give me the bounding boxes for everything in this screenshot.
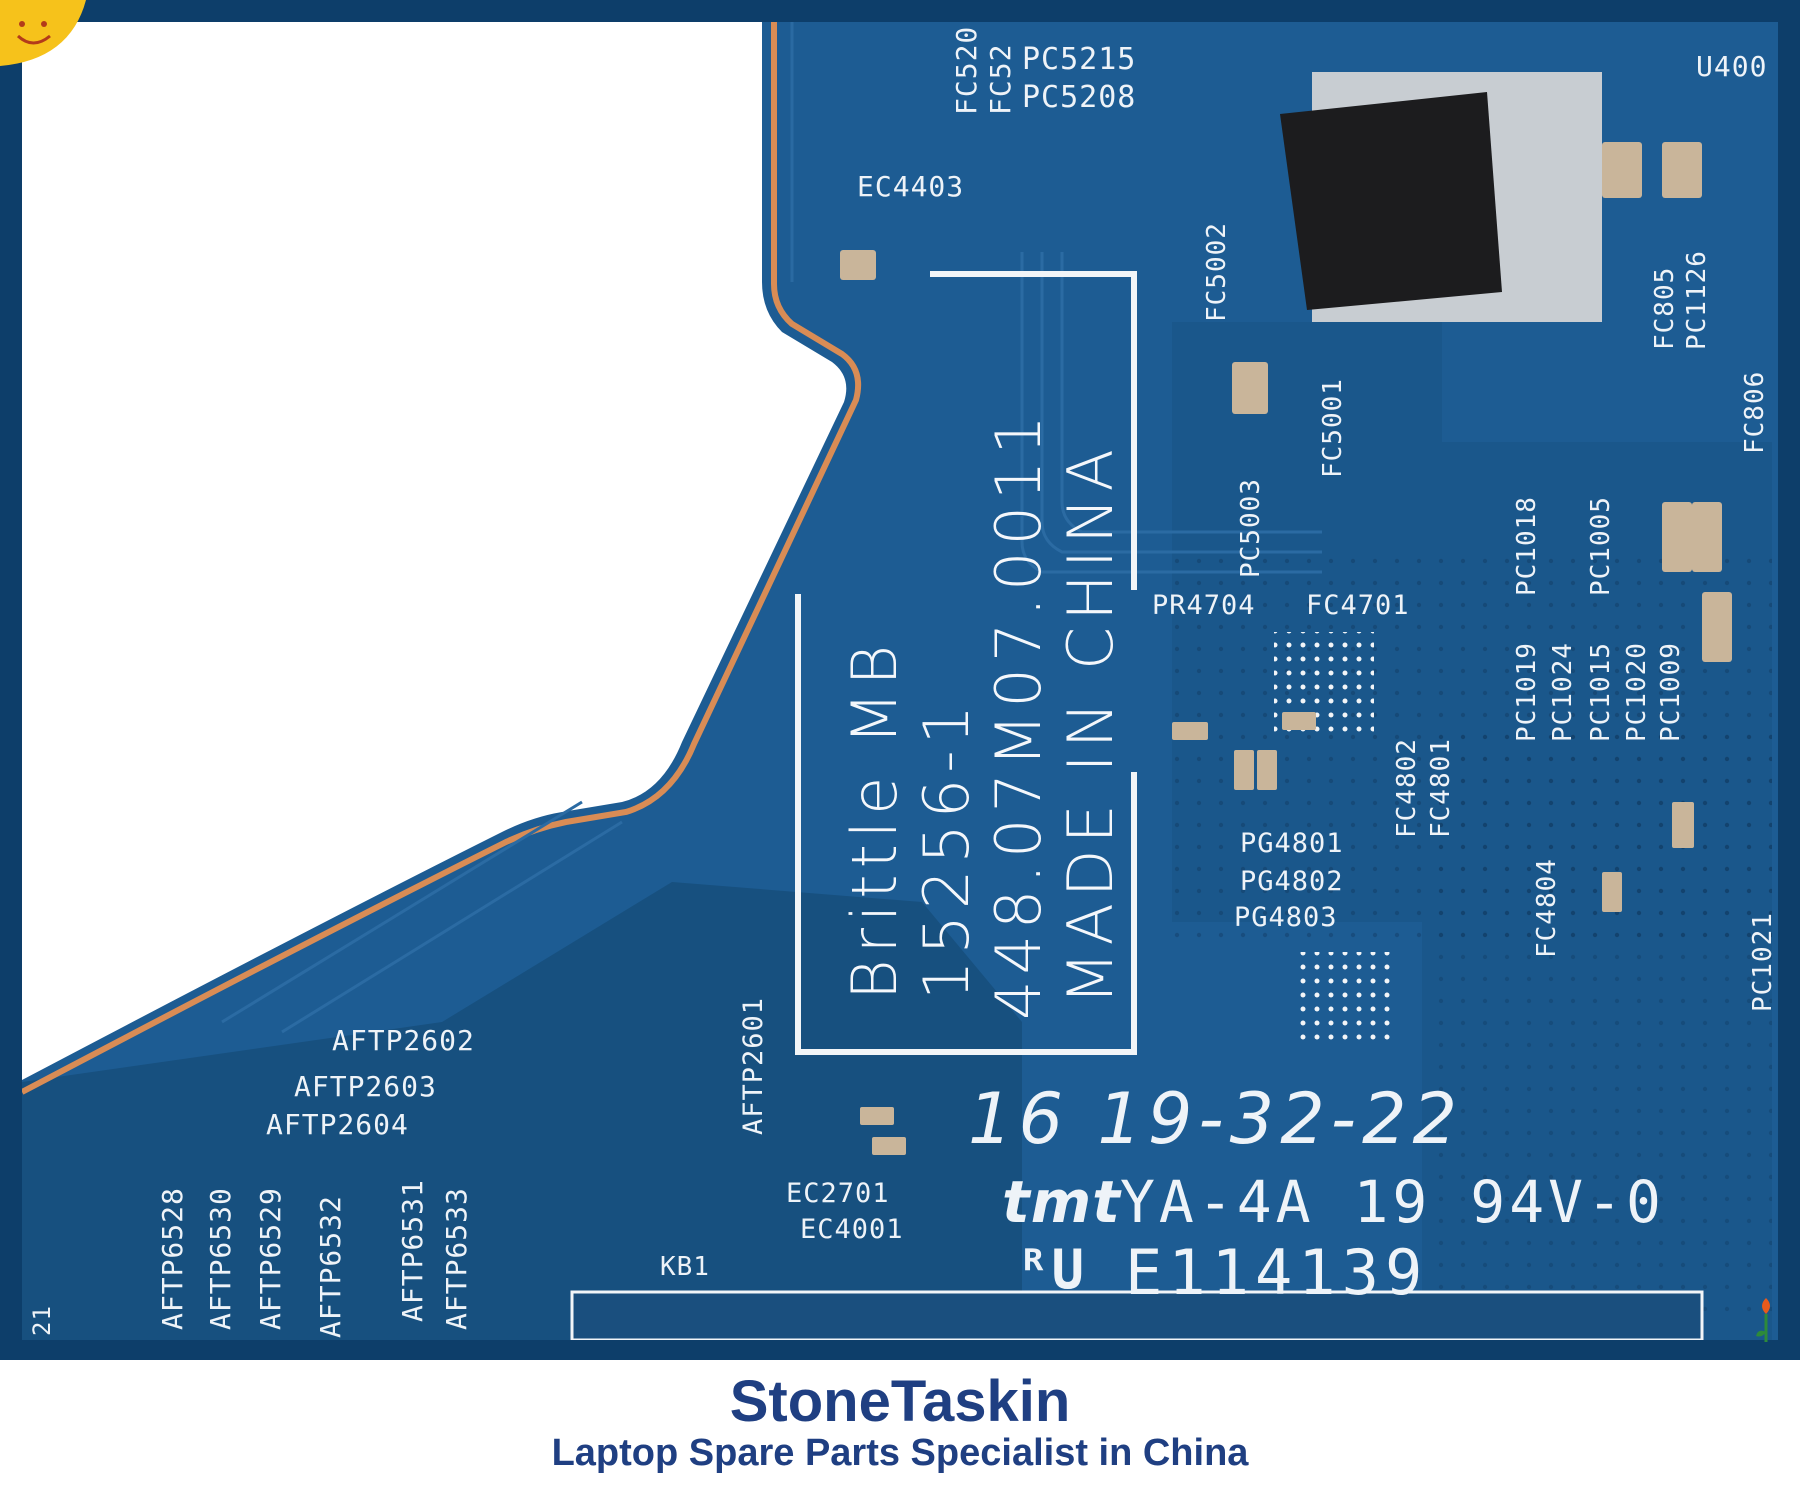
label-fc520: FC520 — [950, 25, 983, 115]
label-pg4803: PG4803 — [1234, 902, 1338, 933]
flammability-rating: YA-4A 19 94V-0 — [1120, 1168, 1665, 1236]
label-kb1: KB1 — [660, 1252, 710, 1282]
label-fc4701: FC4701 — [1306, 590, 1410, 621]
label-aftp6530: AFTP6530 — [204, 1187, 237, 1330]
label-pc1015: PC1015 — [1586, 642, 1616, 742]
date-code: 16 19-32-22 — [968, 1078, 1464, 1160]
brand-tagline: Laptop Spare Parts Specialist in China — [551, 1432, 1249, 1474]
motherboard-photo — [22, 22, 1778, 1340]
label-aftp6533: AFTP6533 — [440, 1187, 473, 1330]
label-fc5002: FC5002 — [1202, 222, 1232, 322]
label-u400: U400 — [1696, 50, 1768, 83]
label-aftp2601: AFTP2601 — [738, 996, 769, 1135]
smiley-sticker-icon — [0, 0, 86, 66]
label-edge-21: 21 — [28, 1305, 56, 1336]
label-fc4804: FC4804 — [1532, 858, 1562, 958]
label-aftp6528: AFTP6528 — [156, 1187, 189, 1330]
label-aftp6532: AFTP6532 — [314, 1195, 347, 1338]
flower-logo-icon — [1756, 1298, 1770, 1342]
label-pc1005: PC1005 — [1586, 496, 1616, 596]
label-pc1009: PC1009 — [1656, 642, 1686, 742]
label-pc5215: PC5215 — [1022, 42, 1137, 77]
maker-mark: tmt — [1002, 1168, 1121, 1236]
silkscreen-board-id: 15256-1 — [910, 698, 983, 1000]
label-fc5001: FC5001 — [1318, 378, 1348, 478]
label-ec4001: EC4001 — [800, 1214, 904, 1245]
label-pc1126: PC1126 — [1682, 250, 1712, 350]
silkscreen-part-number: 448.07M07.0011 — [982, 409, 1055, 1020]
label-pc1021: PC1021 — [1748, 912, 1778, 1012]
silkscreen-board-name: Brittle MB — [838, 638, 911, 1000]
product-photo-frame: Brittle MB 15256-1 448.07M07.0011 MADE I… — [0, 0, 1800, 1360]
label-aftp6531: AFTP6531 — [396, 1179, 429, 1322]
label-pc1020: PC1020 — [1622, 642, 1652, 742]
label-pg4801: PG4801 — [1240, 828, 1344, 859]
ul-mark-icon: ᴿU — [1018, 1238, 1086, 1301]
label-ec2701: EC2701 — [786, 1178, 890, 1209]
label-pg4802: PG4802 — [1240, 866, 1344, 897]
label-pc1024: PC1024 — [1548, 642, 1578, 742]
label-pc1018: PC1018 — [1512, 496, 1542, 596]
label-aftp2603: AFTP2603 — [294, 1070, 437, 1103]
brand-name: StoneTaskin — [729, 1369, 1071, 1434]
label-aftp2604: AFTP2604 — [266, 1108, 409, 1141]
label-aftp6529: AFTP6529 — [254, 1187, 287, 1330]
silkscreen-origin: MADE IN CHINA — [1054, 443, 1127, 1005]
label-aftp2602: AFTP2602 — [332, 1024, 475, 1057]
label-fc52: FC52 — [984, 43, 1017, 115]
label-fc805: FC805 — [1650, 266, 1680, 350]
label-ec4403: EC4403 — [857, 170, 965, 203]
label-fc4801: FC4801 — [1426, 738, 1456, 838]
label-fc806: FC806 — [1740, 370, 1770, 454]
label-pc5208: PC5208 — [1022, 80, 1137, 115]
ul-file-number: E114139 — [1125, 1236, 1429, 1309]
label-fc4802: FC4802 — [1392, 738, 1422, 838]
label-pr4704: PR4704 — [1152, 590, 1256, 621]
label-pc5003: PC5003 — [1236, 478, 1266, 578]
label-pc1019: PC1019 — [1512, 642, 1542, 742]
